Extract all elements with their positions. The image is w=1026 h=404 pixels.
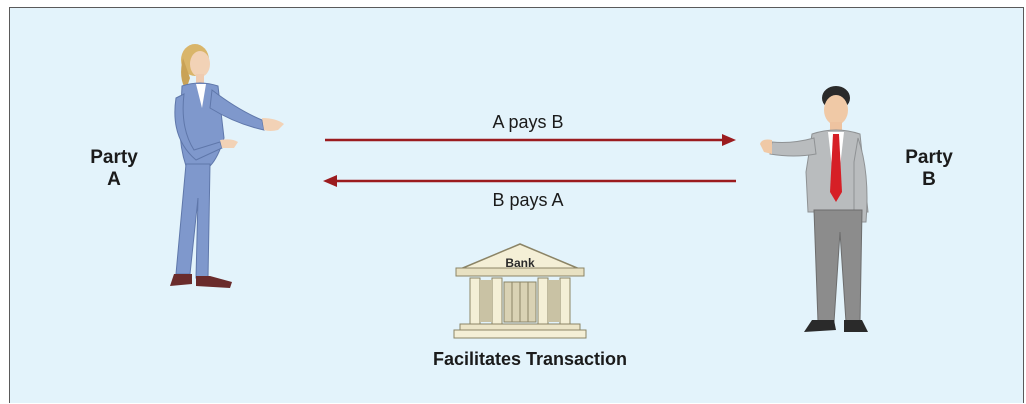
bank-building: Bank [452, 242, 588, 340]
bank-caption: Facilitates Transaction [330, 349, 730, 370]
party-b-figure [758, 82, 908, 344]
arrow-label-b-pays-a: B pays A [428, 190, 628, 211]
party-a-figure [150, 38, 300, 298]
arrow-a-pays-b [325, 134, 736, 146]
arrow-label-a-pays-b: A pays B [428, 112, 628, 133]
bank-sign: Bank [505, 256, 535, 270]
arrow-b-pays-a [323, 175, 736, 187]
